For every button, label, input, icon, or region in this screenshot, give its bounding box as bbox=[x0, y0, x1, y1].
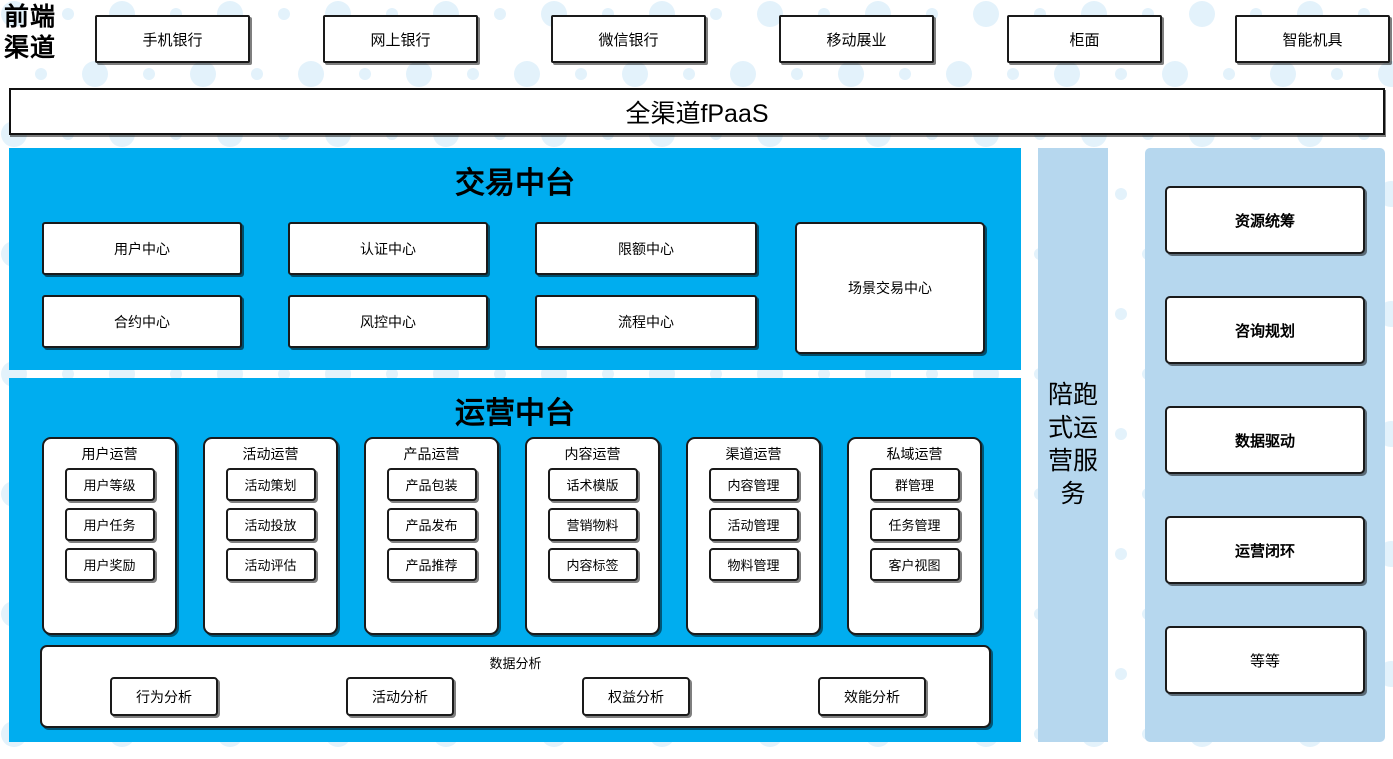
trade-box-limit-center[interactable]: 限额中心 bbox=[535, 222, 757, 275]
ops-card-title: 内容运营 bbox=[564, 446, 621, 462]
front-end-channel-label: 前端 渠道 bbox=[4, 2, 78, 64]
trade-box-user-center[interactable]: 用户中心 bbox=[42, 222, 242, 275]
ops-card-title: 用户运营 bbox=[81, 446, 138, 462]
ops-sub-item[interactable]: 营销物料 bbox=[547, 508, 638, 541]
ops-sub-item[interactable]: 内容管理 bbox=[708, 468, 799, 501]
ops-card-title: 渠道运营 bbox=[725, 446, 782, 462]
accompany-service-column: 陪跑式运营服务 bbox=[1038, 148, 1108, 742]
service-card-etc[interactable]: 等等 bbox=[1165, 626, 1365, 694]
service-card-ops-closed-loop[interactable]: 运营闭环 bbox=[1165, 516, 1365, 584]
data-analysis-item-efficiency[interactable]: 效能分析 bbox=[818, 677, 926, 716]
front-end-channel-label-line2: 渠道 bbox=[4, 35, 57, 62]
trade-box-process-center[interactable]: 流程中心 bbox=[535, 295, 757, 348]
ops-sub-item[interactable]: 产品发布 bbox=[386, 508, 477, 541]
channel-box-mobile-business[interactable]: 移动展业 bbox=[779, 15, 934, 63]
ops-sub-item[interactable]: 活动管理 bbox=[708, 508, 799, 541]
trade-box-auth-center[interactable]: 认证中心 bbox=[288, 222, 488, 275]
services-panel: 资源统筹 咨询规划 数据驱动 运营闭环 等等 bbox=[1145, 148, 1385, 742]
ops-sub-item[interactable]: 产品包装 bbox=[386, 468, 477, 501]
ops-sub-item[interactable]: 用户等级 bbox=[64, 468, 155, 501]
omnichannel-fpaas-bar[interactable]: 全渠道fPaaS bbox=[9, 88, 1385, 135]
trade-box-risk-center[interactable]: 风控中心 bbox=[288, 295, 488, 348]
channel-box-mobile-banking[interactable]: 手机银行 bbox=[95, 15, 250, 63]
front-end-channel-label-line1: 前端 bbox=[4, 4, 57, 31]
ops-card-private-domain-ops[interactable]: 私域运营 群管理 任务管理 客户视图 bbox=[847, 437, 982, 635]
data-analysis-title: 数据分析 bbox=[489, 656, 542, 671]
ops-card-channel-ops[interactable]: 渠道运营 内容管理 活动管理 物料管理 bbox=[686, 437, 821, 635]
ops-sub-item[interactable]: 任务管理 bbox=[869, 508, 960, 541]
ops-sub-item[interactable]: 产品推荐 bbox=[386, 548, 477, 581]
ops-card-user-ops[interactable]: 用户运营 用户等级 用户任务 用户奖励 bbox=[42, 437, 177, 635]
ops-sub-item[interactable]: 用户奖励 bbox=[64, 548, 155, 581]
ops-card-content-ops[interactable]: 内容运营 话术模版 营销物料 内容标签 bbox=[525, 437, 660, 635]
service-card-data-driven[interactable]: 数据驱动 bbox=[1165, 406, 1365, 474]
trade-box-contract-center[interactable]: 合约中心 bbox=[42, 295, 242, 348]
ops-sub-item[interactable]: 活动策划 bbox=[225, 468, 316, 501]
ops-sub-item[interactable]: 客户视图 bbox=[869, 548, 960, 581]
service-card-resource-coordination[interactable]: 资源统筹 bbox=[1165, 186, 1365, 254]
channel-box-internet-banking[interactable]: 网上银行 bbox=[323, 15, 478, 63]
ops-card-title: 私域运营 bbox=[886, 446, 943, 462]
data-analysis-item-behavior[interactable]: 行为分析 bbox=[110, 677, 218, 716]
ops-card-activity-ops[interactable]: 活动运营 活动策划 活动投放 活动评估 bbox=[203, 437, 338, 635]
ops-sub-item[interactable]: 话术模版 bbox=[547, 468, 638, 501]
ops-sub-item[interactable]: 活动评估 bbox=[225, 548, 316, 581]
channel-box-counter[interactable]: 柜面 bbox=[1007, 15, 1162, 63]
ops-card-title: 活动运营 bbox=[242, 446, 299, 462]
data-analysis-item-activity[interactable]: 活动分析 bbox=[346, 677, 454, 716]
trade-platform-title: 交易中台 bbox=[455, 167, 575, 200]
service-card-consulting-planning[interactable]: 咨询规划 bbox=[1165, 296, 1365, 364]
data-analysis-container: 数据分析 行为分析 活动分析 权益分析 效能分析 bbox=[40, 645, 991, 728]
ops-card-product-ops[interactable]: 产品运营 产品包装 产品发布 产品推荐 bbox=[364, 437, 499, 635]
ops-sub-item[interactable]: 群管理 bbox=[869, 468, 960, 501]
data-analysis-item-equity[interactable]: 权益分析 bbox=[582, 677, 690, 716]
ops-sub-item[interactable]: 物料管理 bbox=[708, 548, 799, 581]
trade-box-scene-trade-center[interactable]: 场景交易中心 bbox=[795, 222, 985, 354]
ops-sub-item[interactable]: 活动投放 bbox=[225, 508, 316, 541]
ops-platform-title: 运营中台 bbox=[455, 397, 575, 430]
ops-card-title: 产品运营 bbox=[403, 446, 460, 462]
channel-box-smart-machine[interactable]: 智能机具 bbox=[1235, 15, 1390, 63]
ops-sub-item[interactable]: 内容标签 bbox=[547, 548, 638, 581]
channel-box-wechat-banking[interactable]: 微信银行 bbox=[551, 15, 706, 63]
ops-sub-item[interactable]: 用户任务 bbox=[64, 508, 155, 541]
accompany-service-label: 陪跑式运营服务 bbox=[1047, 381, 1098, 508]
